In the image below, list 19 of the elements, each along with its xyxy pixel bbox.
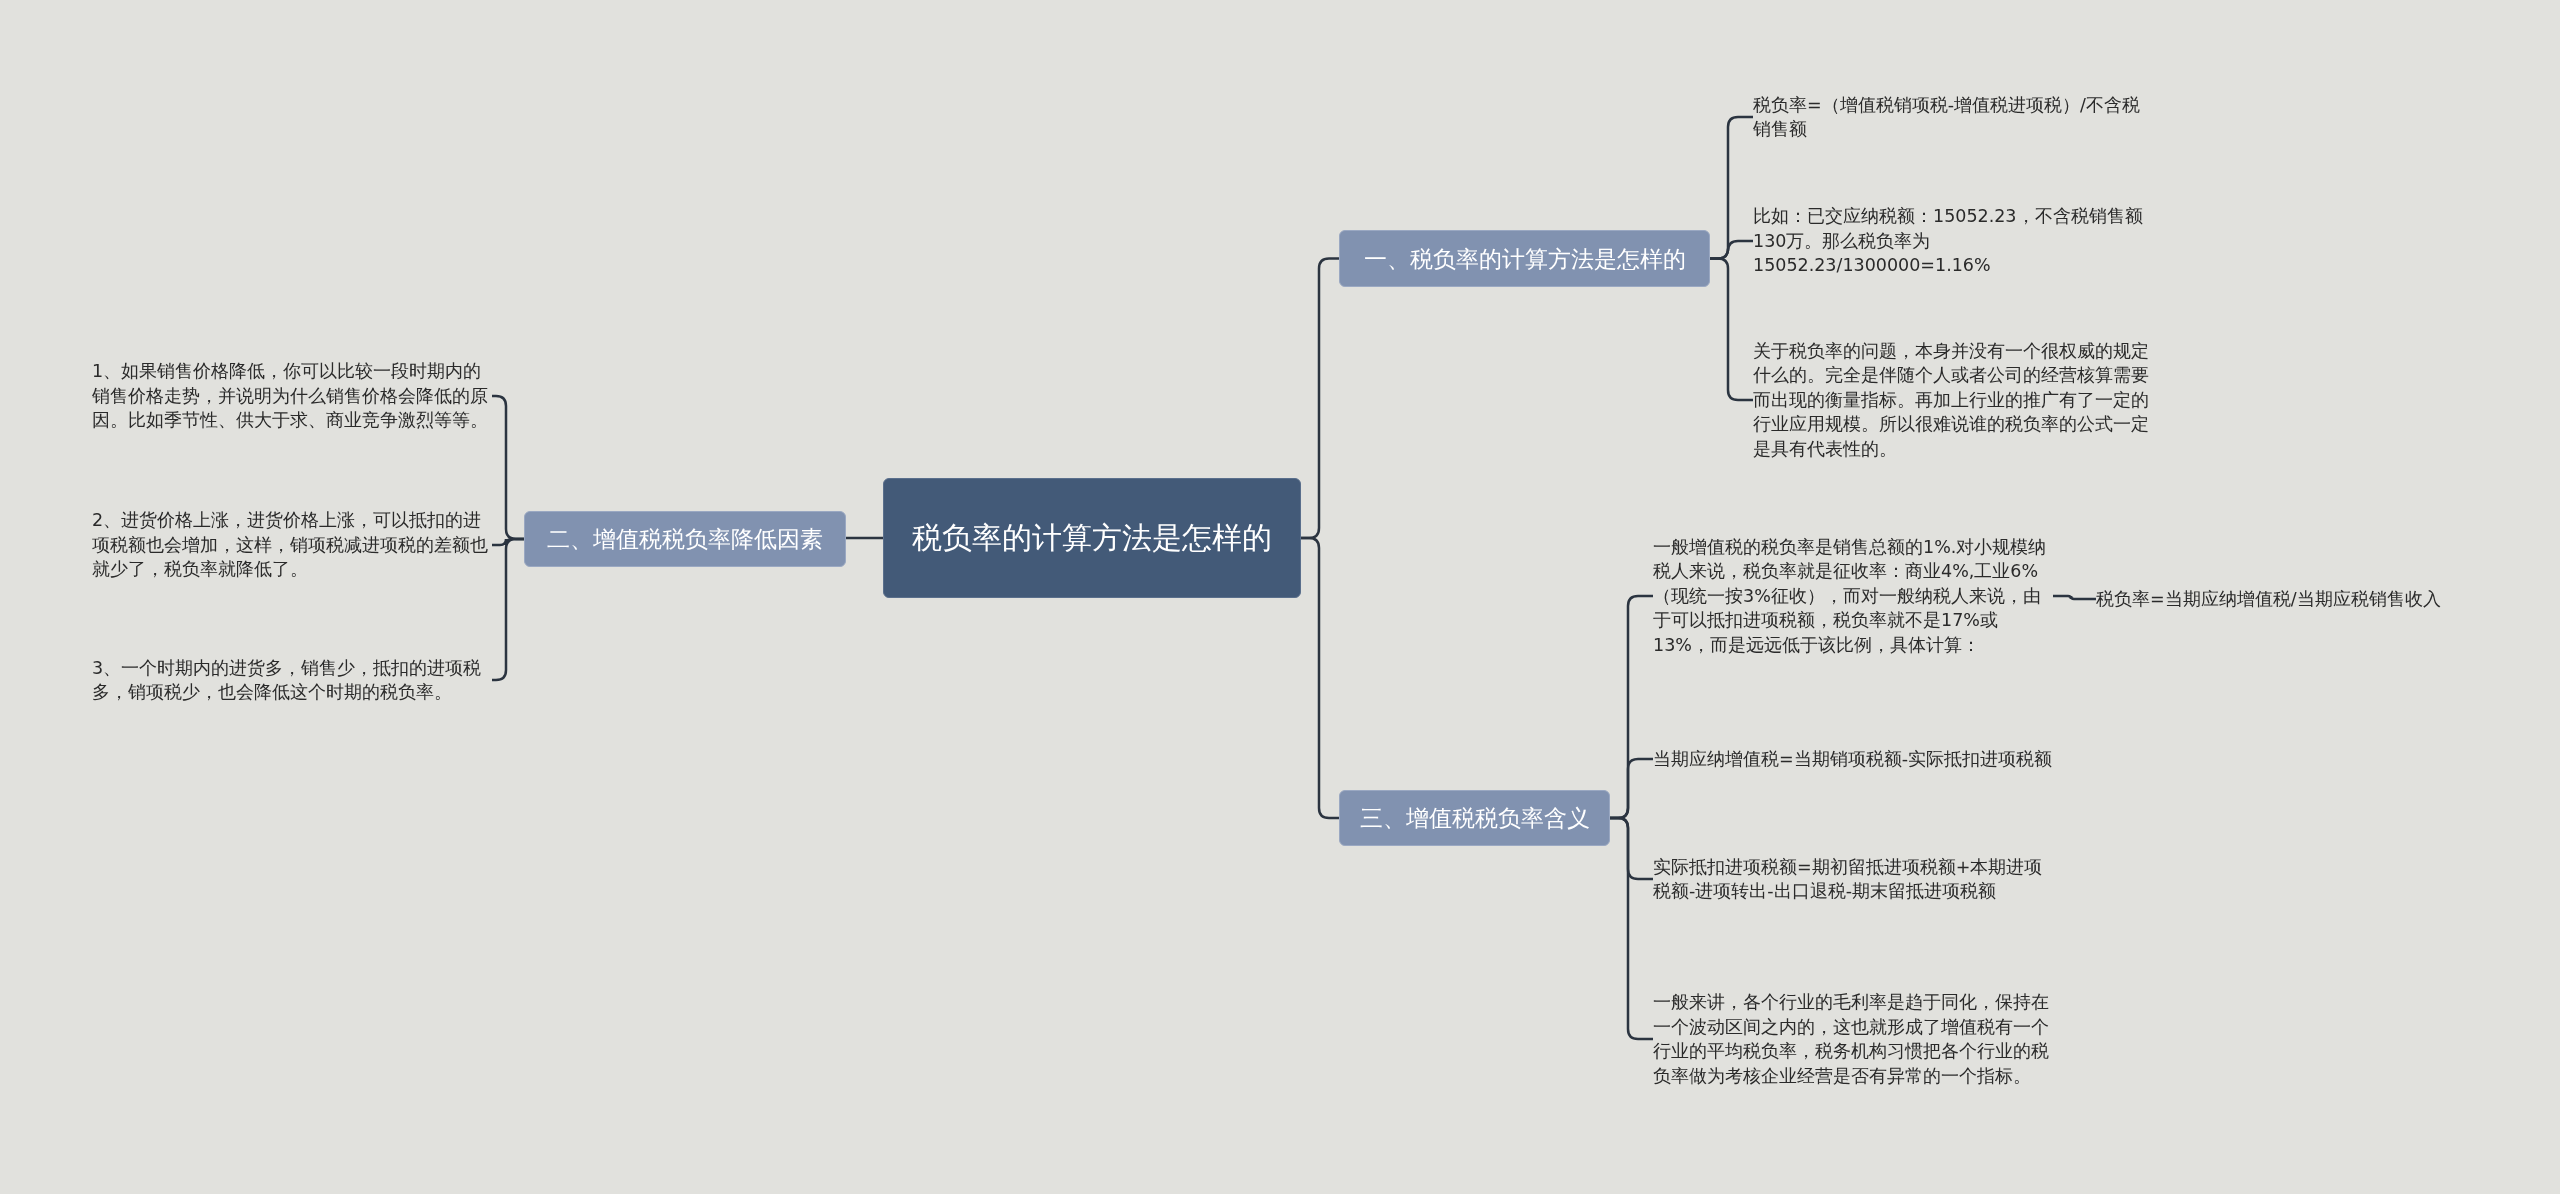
- branch-topic-box: 三、增值税税负率含义: [1339, 790, 1610, 846]
- note-text: 1、如果销售价格降低，你可以比较一段时期内的销售价格走势，并说明为什么销售价格会降低的原因。比如季节性、供大于求、商业竞争激烈等等。: [92, 360, 489, 433]
- note-text: 当期应纳增值税=当期销项税额-实际抵扣进项税额: [1653, 747, 2052, 771]
- note-text: 比如：已交应纳税额：15052.23，不含税销售额130万。那么税负率为15052.23/1300000=1.16%: [1753, 205, 2144, 278]
- note-text: 税负率=当期应纳增值税/当期应税销售收入: [2096, 587, 2441, 611]
- central-topic-box: 税负率的计算方法是怎样的: [883, 478, 1301, 598]
- note-text: 2、进货价格上涨，进货价格上涨，可以抵扣的进项税额也会增加，这样，销项税减进项税的差额也就少了，税负率就降低了。: [92, 509, 489, 582]
- connector-line: [492, 537, 524, 682]
- connector-line: [2053, 594, 2096, 601]
- note-text: 实际抵扣进项税额=期初留抵进项税额+本期进项税额-进项转出-出口退税-期末留抵进项税额: [1653, 855, 2044, 903]
- note-text: 一般增值税的税负率是销售总额的1%.对小规模纳税人来说，税负率就是征收率：商业4%,工业6%（现统一按3%征收），而对一般纳税人来说，由于可以抵扣进项税额，税负率就不是17%或13%，而是远远低于该比例，具体计算：: [1653, 535, 2048, 657]
- note-text: 一般来讲，各个行业的毛利率是趋于同化，保持在一个波动区间之内的，这也就形成了增值税有一个行业的平均税负率，税务机构习惯把各个行业的税负率做为考核企业经营是否有异常的一个指标。: [1653, 991, 2050, 1088]
- note-text: 3、一个时期内的进货多，销售少，抵扣的进项税多，销项税少，也会降低这个时期的税负率。: [92, 656, 483, 704]
- branch-topic-box: 一、税负率的计算方法是怎样的: [1339, 230, 1710, 287]
- note-text: 税负率=（增值税销项税-增值税进项税）/不含税销售额: [1753, 93, 2141, 141]
- connector-line: [846, 536, 883, 540]
- branch-topic-box: 二、增值税税负率降低因素: [524, 511, 846, 567]
- note-text: 关于税负率的问题，本身并没有一个很权威的规定什么的。完全是伴随个人或者公司的经营核算需要而出现的衡量指标。再加上行业的推广有了一定的行业应用规模。所以很难说谁的税负率的公式一定是具有代表性的。: [1753, 339, 2150, 461]
- connector-line: [1301, 536, 1339, 820]
